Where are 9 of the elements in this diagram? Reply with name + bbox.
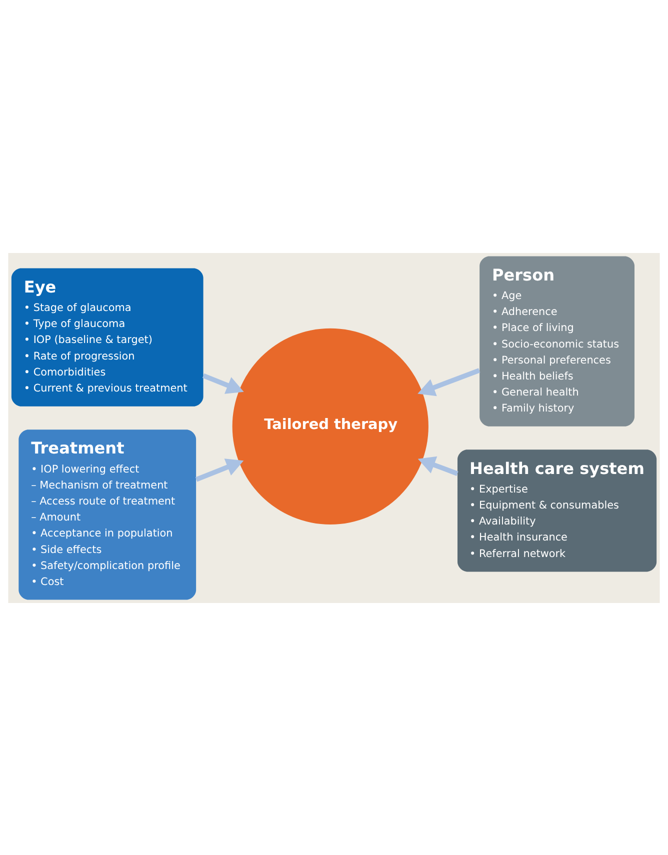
arrow [418,368,480,396]
node-box: Treatment • IOP lowering effect – Mechanism of treatment – Access route of treatment – Amount • Acceptance in population • Side effects • Safety/complication profile • Cost [18,429,196,600]
arrow [202,372,244,394]
node-box: Person • Age • Adherence • Place of living • Socio-economic status • Personal preferences • Health beliefs • General health • Family history [480,256,634,426]
node-box: Eye • Stage of glaucoma • Type of glaucoma • IOP (baseline & target) • Rate of progression • Comorbidities • Current & previous treatment [11,268,204,406]
node-box: Health care system • Expertise • Equipment & consumables • Availability • Health insurance • Referral network [457,449,657,572]
arrow [418,456,458,476]
node-circle: Tailored therapy [232,328,428,524]
arrow [195,458,244,482]
